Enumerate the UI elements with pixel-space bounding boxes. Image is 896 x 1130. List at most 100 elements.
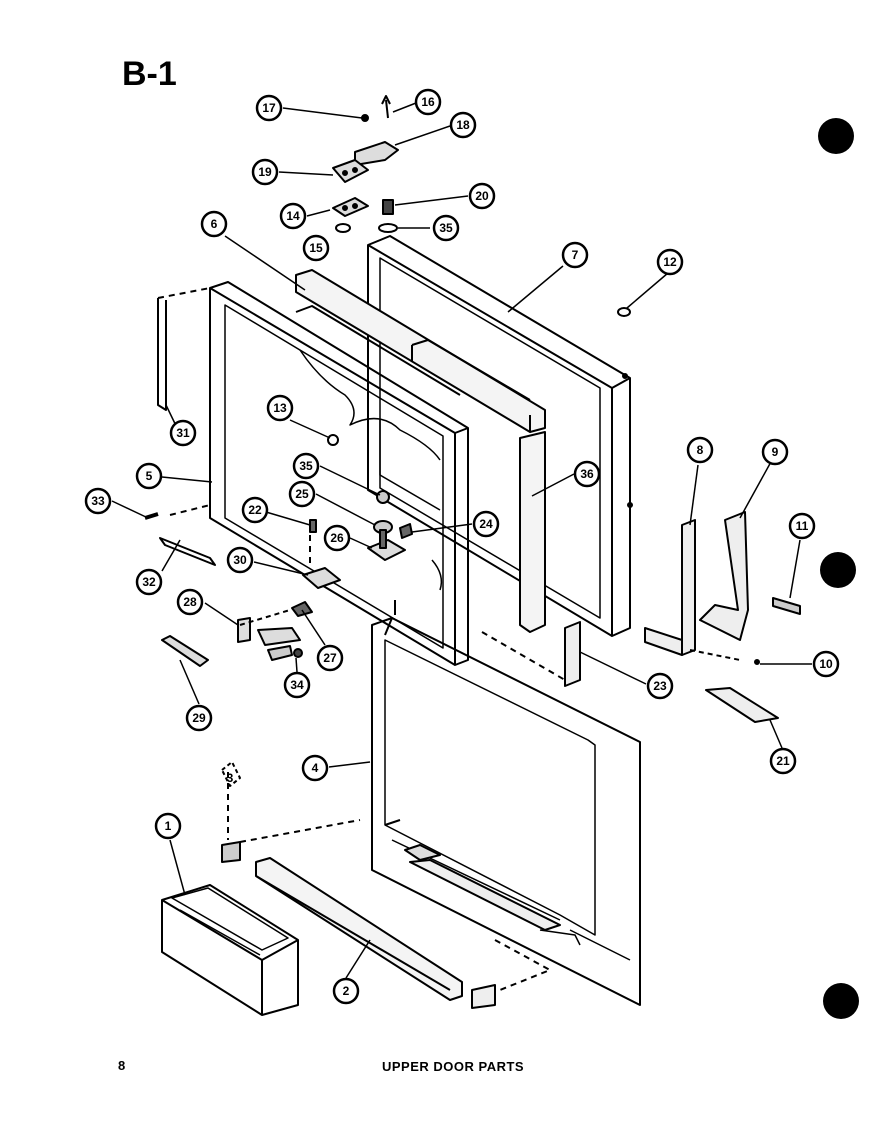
binder-hole-bottom [823,983,859,1019]
door-shelf-bin [161,884,299,1016]
callout-c32: 32 [135,568,163,596]
callout-circle [266,394,294,422]
mounting-brackets [481,511,801,723]
callout-circle [279,202,307,230]
callout-c22: 22 [241,496,269,524]
callout-label: 35 [299,459,313,473]
callout-c35a: 35 [432,214,460,242]
center-hinge-hardware [144,434,413,589]
callout-c29: 29 [185,704,213,732]
callout-c6: 6 [200,210,228,238]
callout-circle [84,487,112,515]
callout-circle [288,480,316,508]
callout-circle [176,588,204,616]
lower-assembly-guides [221,761,551,991]
callout-circle [226,546,254,574]
callout-circle [292,452,320,480]
callout-c28a: 28 [176,588,204,616]
binder-hole-top [818,118,854,154]
callout-label: 21 [776,754,790,768]
callout-c20: 20 [468,182,496,210]
callout-label: 15 [309,241,323,255]
callout-c13: 13 [266,394,294,422]
callout-c11: 11 [788,512,816,540]
callout-leaders [111,102,812,979]
callout-c17: 17 [255,94,283,122]
callout-label: 25 [295,487,309,501]
door-breaker-strips [295,269,546,633]
callout-circle [154,812,182,840]
callout-label: 34 [290,678,304,692]
callout-c12: 12 [656,248,684,276]
callout-c35b: 35 [292,452,320,480]
callout-circle [472,510,500,538]
callout-circle [323,524,351,552]
callout-label: 30 [233,553,247,567]
callout-label: 5 [146,469,153,483]
lower-hinge-hardware [161,601,313,667]
callout-label: 29 [192,711,206,725]
callout-c25: 25 [288,480,316,508]
callout-c8: 8 [686,436,714,464]
callout-circle [769,747,797,775]
callout-label: 16 [421,95,435,109]
door-gasket [157,287,211,411]
callout-c21: 21 [769,747,797,775]
callout-circle [332,977,360,1005]
callout-label: 10 [819,657,833,671]
callout-c3: 3 [227,771,234,785]
callout-label: 7 [572,248,579,262]
callout-c34: 34 [283,671,311,699]
callout-circle [185,704,213,732]
callout-circle [241,496,269,524]
callout-c10: 10 [812,650,840,678]
callout-circle [686,436,714,464]
callout-label: 20 [475,189,489,203]
callout-circle [812,650,840,678]
callout-circle [573,460,601,488]
callout-label: 36 [580,467,594,481]
callout-circle [135,568,163,596]
callout-label: 27 [323,651,337,665]
callout-label: 12 [663,255,677,269]
callout-label: 22 [248,503,262,517]
callout-label: 4 [312,761,319,775]
callout-c23: 23 [646,672,674,700]
callout-c16: 16 [414,88,442,116]
callout-circle [788,512,816,540]
callout-circle [656,248,684,276]
callout-circle [283,671,311,699]
top-hinge-assembly [332,95,399,233]
page-caption: UPPER DOOR PARTS [382,1059,525,1074]
callout-label: 14 [286,209,300,223]
callout-circle [302,234,330,262]
callout-circle [468,182,496,210]
callout-c14: 14 [279,202,307,230]
callout-circle [251,158,279,186]
callout-circle [255,94,283,122]
callout-circle [316,644,344,672]
callout-circle [561,241,589,269]
callout-circle [761,438,789,466]
callout-c33: 33 [84,487,112,515]
callout-c1: 1 [154,812,182,840]
callout-label: 31 [176,426,190,440]
callout-c4: 4 [301,754,329,782]
callout-c15: 15 [302,234,330,262]
binder-hole-middle [820,552,856,588]
callout-circle [432,214,460,242]
callout-label: 6 [211,217,218,231]
callout-label: 8 [697,443,704,457]
callout-label: 28 [183,595,197,609]
callout-label: 32 [142,575,156,589]
callout-label: 17 [262,101,276,115]
callout-c19: 19 [251,158,279,186]
door-bottom-rail [255,857,496,1009]
callout-circle [169,419,197,447]
callout-c26: 26 [323,524,351,552]
outer-door-panel [367,235,633,637]
door-shell [371,600,641,1006]
callout-label: 13 [273,401,287,415]
